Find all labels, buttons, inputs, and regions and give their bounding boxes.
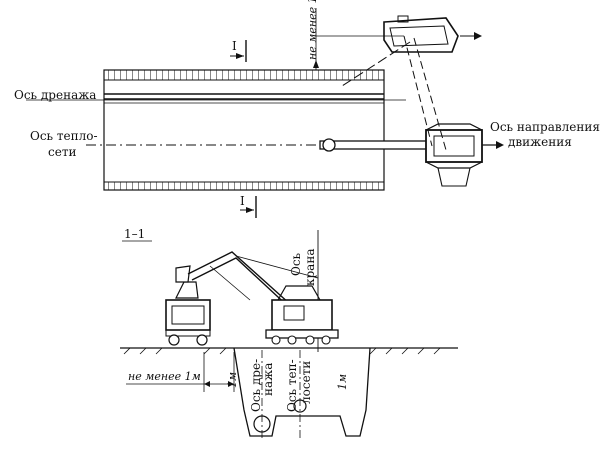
pipe-end bbox=[322, 138, 336, 152]
section-min-distance-label: не менее 1м bbox=[128, 370, 201, 383]
section-drain-axis-label-2: нажа bbox=[261, 363, 275, 396]
direction-label-1: Ось направления bbox=[490, 120, 600, 134]
heat-axis-label-1: Ось тепло- bbox=[30, 129, 98, 143]
section-mark-bottom: I bbox=[240, 194, 257, 218]
bottom-hatch-band bbox=[103, 181, 385, 191]
section-heat-axis-label-2: лосети bbox=[299, 361, 313, 404]
top-hatch-band bbox=[103, 69, 385, 81]
svg-text:I: I bbox=[240, 194, 245, 208]
crane-axis-label-1: Ось bbox=[289, 252, 303, 276]
excavator bbox=[165, 251, 319, 346]
section-mark-top: I bbox=[230, 39, 247, 62]
min-distance-label: не менее 1м bbox=[306, 0, 319, 60]
trench-profile bbox=[233, 347, 371, 437]
section-heat-axis-label-1: Ось теп- bbox=[285, 359, 299, 412]
svg-text:I: I bbox=[232, 39, 237, 53]
section-dim-label-right: 1м bbox=[336, 374, 349, 390]
crane-axis-label-2: крана bbox=[303, 249, 317, 287]
section-view: 1–1 bbox=[120, 227, 458, 440]
drain-axis-label: Ось дренажа bbox=[14, 88, 96, 102]
section-drain-axis-label-1: Ось дре- bbox=[249, 359, 263, 412]
direction-label-2: движения bbox=[508, 135, 572, 149]
crane-section bbox=[265, 285, 339, 345]
heat-axis-label-2: сети bbox=[48, 145, 76, 159]
trench-plan-outline bbox=[103, 69, 385, 191]
section-dim-label-left: 1м bbox=[226, 372, 239, 388]
crane-plan bbox=[425, 123, 504, 187]
vehicle-plan bbox=[341, 15, 482, 151]
section-title: 1–1 bbox=[124, 227, 145, 241]
plan-view: I I не менее 1м Ось дренажа Ось тепло- с… bbox=[14, 0, 600, 218]
